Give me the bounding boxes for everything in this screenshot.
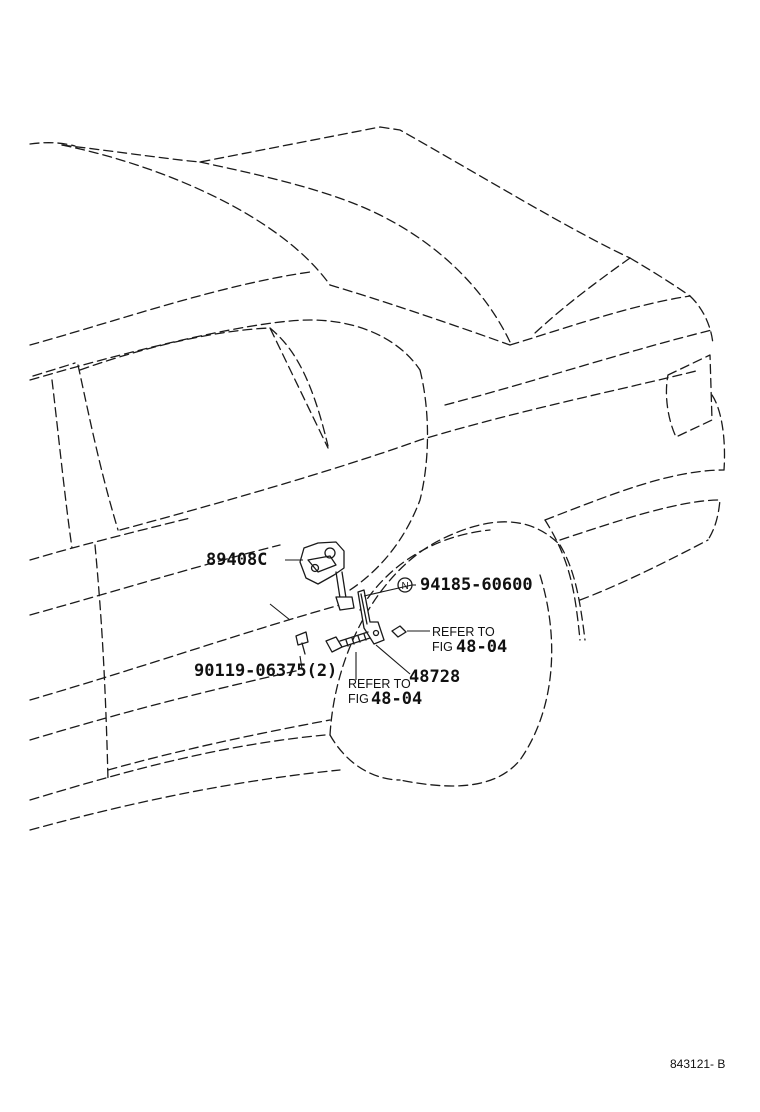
part-number-94185-60600: 94185-60600 — [420, 575, 533, 595]
refer-to-right-fig-prefix: FIG — [432, 640, 453, 654]
part-number-90119-06375: 90119-06375(2) — [194, 661, 337, 681]
refer-to-left-fig-number: 48-04 — [371, 689, 422, 709]
screw-94185 — [295, 631, 309, 655]
refer-to-left-fig-prefix: FIG — [348, 692, 369, 706]
bolt-90119 — [325, 631, 371, 653]
car-body-outline — [29, 126, 726, 831]
part-number-48728: 48728 — [409, 667, 460, 687]
refer-to-right-line1: REFER TO — [432, 625, 495, 639]
sensor-link-bracket — [357, 589, 385, 645]
refer-to-left-line1: REFER TO — [348, 677, 411, 691]
leader-lines — [269, 559, 430, 680]
refer-to-right-fig-number: 48-04 — [456, 637, 507, 657]
new-part-symbol: N — [402, 581, 409, 592]
diagram-code: 843121- B — [670, 1057, 725, 1071]
clip-part — [391, 625, 407, 638]
height-control-sensor — [299, 541, 355, 611]
part-number-89408c: 89408C — [206, 550, 267, 570]
new-part-marker: N — [397, 577, 413, 593]
